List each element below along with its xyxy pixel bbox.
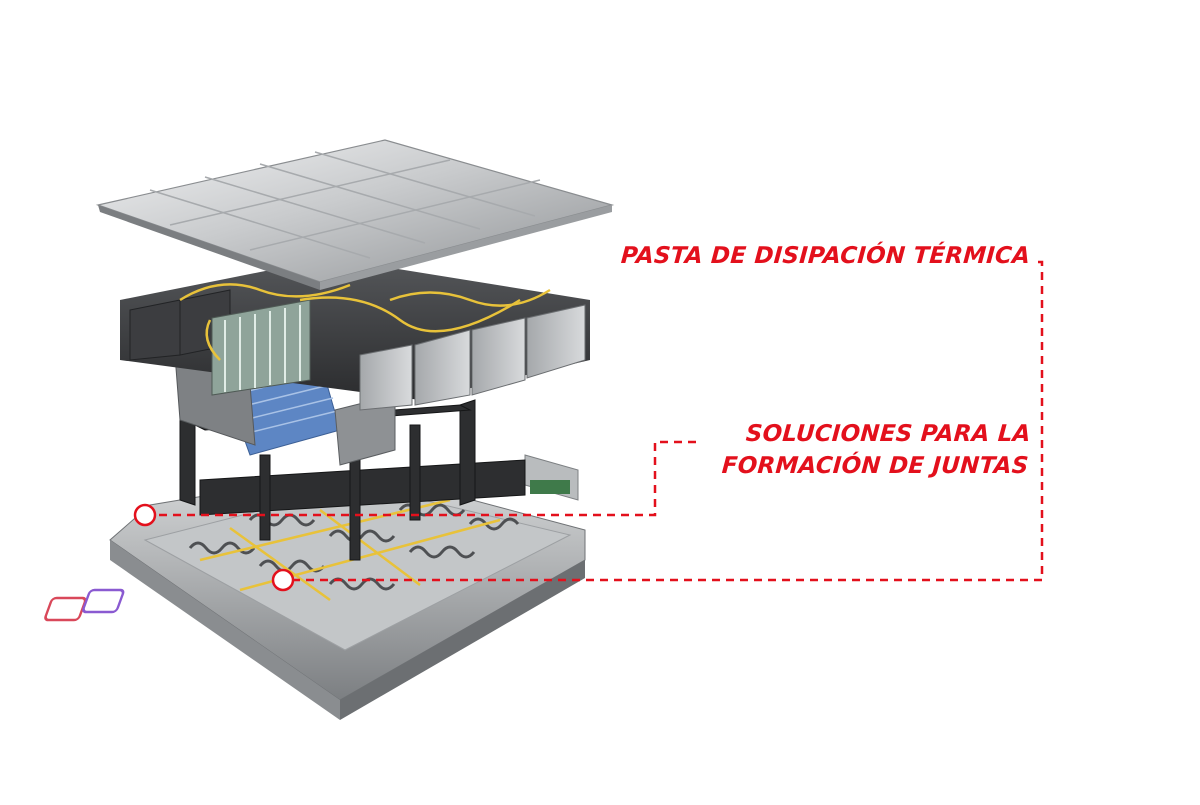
callout-leaders <box>145 260 1044 582</box>
gasket-text-line2: FORMACIÓN DE JUNTAS <box>721 453 1030 479</box>
callout-label-thermal-paste: PASTA DE DISIPACIÓN TÉRMICA <box>620 240 1031 272</box>
battery-tray <box>44 454 586 720</box>
callout-marker-gasket <box>133 503 157 527</box>
bms-board <box>530 480 570 494</box>
leader-gasket <box>145 440 700 517</box>
wiring-harness <box>179 283 551 361</box>
thermal-paste-text: PASTA DE DISIPACIÓN TÉRMICA <box>619 243 1031 269</box>
callout-label-gasket: SOLUCIONES PARA LA FORMACIÓN DE JUNTAS <box>721 418 1032 482</box>
callout-marker-thermal <box>271 568 295 592</box>
connector-purple <box>82 588 125 614</box>
battery-lid <box>95 139 615 290</box>
cell-modules <box>120 258 590 411</box>
connector-red <box>44 596 87 622</box>
gasket-text-line1: SOLUCIONES PARA LA <box>745 421 1033 447</box>
cooling-plate-pattern <box>188 503 520 591</box>
leader-thermal-paste <box>283 260 1044 582</box>
